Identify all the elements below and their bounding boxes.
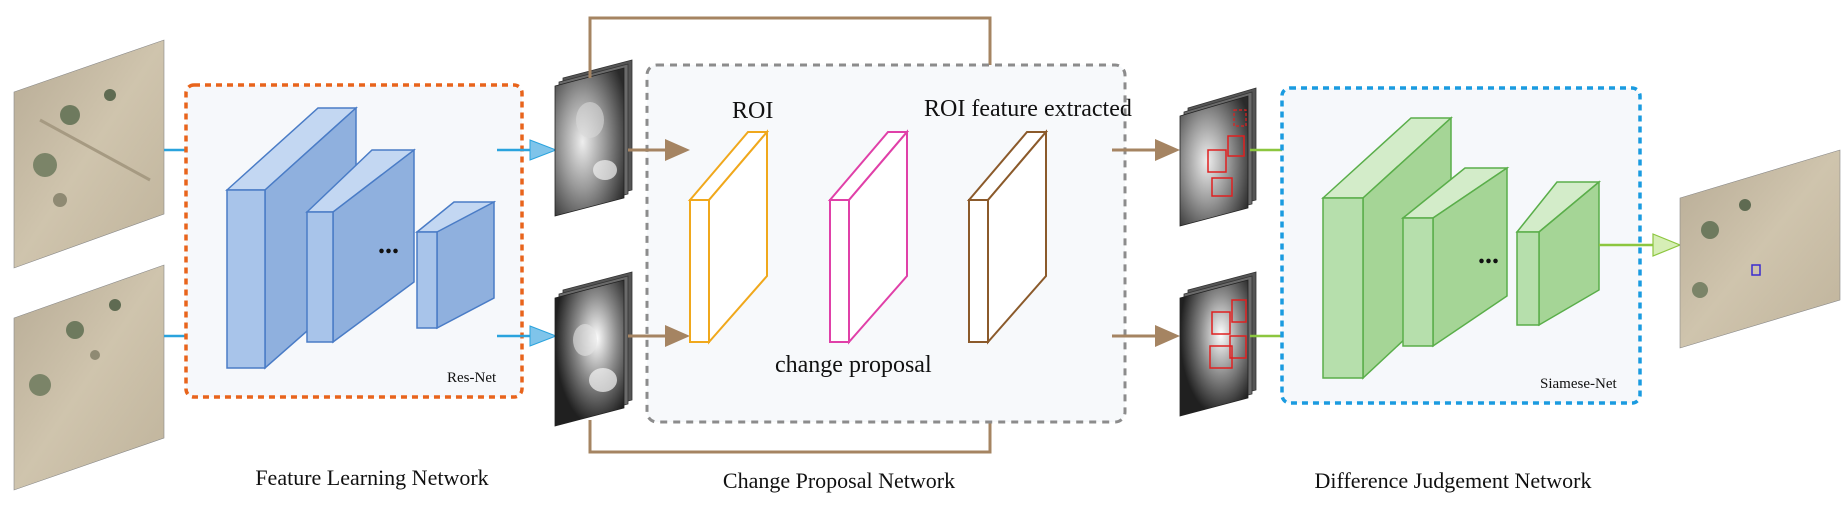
roi-feature-map-top (1179, 87, 1257, 227)
arrow-resnet-top (497, 139, 558, 161)
resnet-block-3 (414, 200, 497, 330)
feature-map-bottom (554, 271, 633, 427)
roi-label: ROI (732, 98, 773, 124)
output-image (1679, 149, 1841, 349)
change-proposal-label: change proposal (775, 352, 932, 378)
siamese-block-2 (1400, 166, 1510, 348)
input-image-top (13, 39, 165, 269)
input-image-bottom (13, 264, 165, 491)
section-difference-judgement: Difference Judgement Network (1315, 468, 1592, 493)
section-change-proposal: Change Proposal Network (723, 468, 955, 493)
resnet-block-2 (305, 148, 416, 344)
arrow-proposal-in-top (628, 139, 690, 161)
siamese-label: Siamese-Net (1540, 376, 1617, 392)
roi-feature-map-bottom (1179, 271, 1257, 417)
arrow-resnet-bottom (497, 325, 558, 347)
roi-feature-slab (966, 129, 1049, 345)
siamese-ellipsis: ... (1478, 239, 1499, 270)
arrow-proposal-in-bottom (628, 325, 690, 347)
roi-slab (687, 129, 770, 345)
roi-feature-label: ROI feature extracted (924, 96, 1132, 122)
siamese-block-3 (1515, 180, 1602, 327)
resnet-label: Res-Net (447, 370, 497, 386)
detected-change-box (1751, 264, 1761, 276)
feature-map-top (554, 59, 633, 217)
change-proposal-slab (827, 129, 910, 345)
section-feature-learning: Feature Learning Network (255, 465, 488, 490)
arrow-proposal-out-top (1112, 139, 1180, 161)
arrow-output (1599, 233, 1682, 257)
arrow-proposal-out-bottom (1112, 325, 1180, 347)
resnet-ellipsis: ... (378, 229, 399, 260)
